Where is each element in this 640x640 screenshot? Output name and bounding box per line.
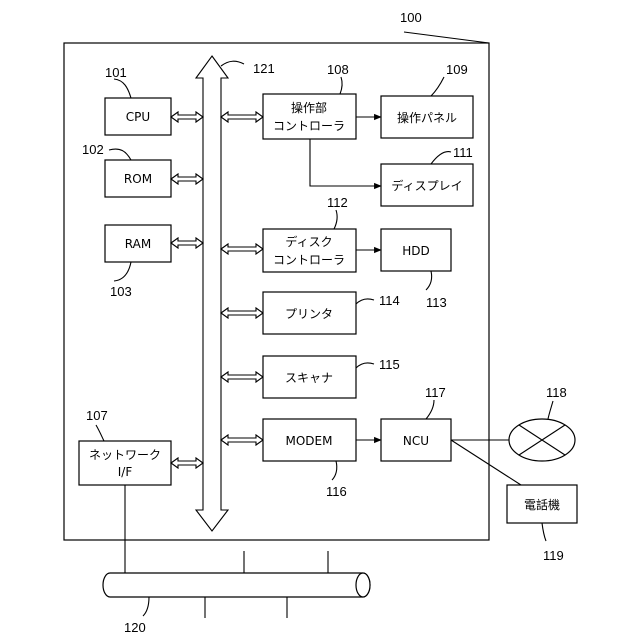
op-controller-label-line1: 操作部 <box>291 100 327 115</box>
telephone-leader <box>542 523 546 541</box>
ref-op-controller: 108 <box>327 62 349 77</box>
ref-line: 118 <box>546 385 567 400</box>
disk-controller-label-line2: コントローラ <box>273 253 345 267</box>
printer-label: プリンタ <box>285 307 333 321</box>
ref-ncu: 117 <box>425 385 446 400</box>
network-if-label-line2: I/F <box>118 465 133 479</box>
network-cable-end <box>356 573 370 597</box>
ref-device: 100 <box>400 10 422 25</box>
ref-network: 120 <box>124 620 146 635</box>
ref-hdd: 113 <box>426 295 447 310</box>
ref-bus: 121 <box>253 61 275 76</box>
telephone-label: 電話機 <box>524 497 560 512</box>
device-leader <box>404 32 489 43</box>
ref-network-if: 107 <box>86 408 108 423</box>
ref-cpu: 101 <box>105 65 127 80</box>
ncu-label: NCU <box>403 434 429 448</box>
network-cable <box>103 573 370 597</box>
hdd-label: HDD <box>402 244 430 258</box>
ram-label: RAM <box>125 237 151 251</box>
ref-printer: 114 <box>379 293 400 308</box>
ref-op-panel: 109 <box>446 62 468 77</box>
disk-controller-label-line1: ディスク <box>285 234 332 249</box>
op-panel-label: 操作パネル <box>397 110 457 125</box>
rom-label: ROM <box>124 172 152 186</box>
modem-label: MODEM <box>286 434 333 448</box>
op-controller-label-line2: コントローラ <box>273 119 345 133</box>
ref-rom: 102 <box>82 142 104 157</box>
line-leader <box>548 401 553 419</box>
network-leader <box>143 597 149 616</box>
network-if-label-line1: ネットワーク <box>89 448 161 462</box>
ref-scanner: 115 <box>379 357 400 372</box>
ref-modem: 116 <box>326 484 347 499</box>
cpu-label: CPU <box>126 110 150 124</box>
scanner-label: スキャナ <box>285 371 333 385</box>
ref-telephone: 119 <box>543 548 564 563</box>
display-label: ディスプレイ <box>391 178 462 193</box>
ref-display: 111 <box>453 145 473 160</box>
ref-ram: 103 <box>110 284 132 299</box>
ref-disk-controller: 112 <box>327 195 348 210</box>
